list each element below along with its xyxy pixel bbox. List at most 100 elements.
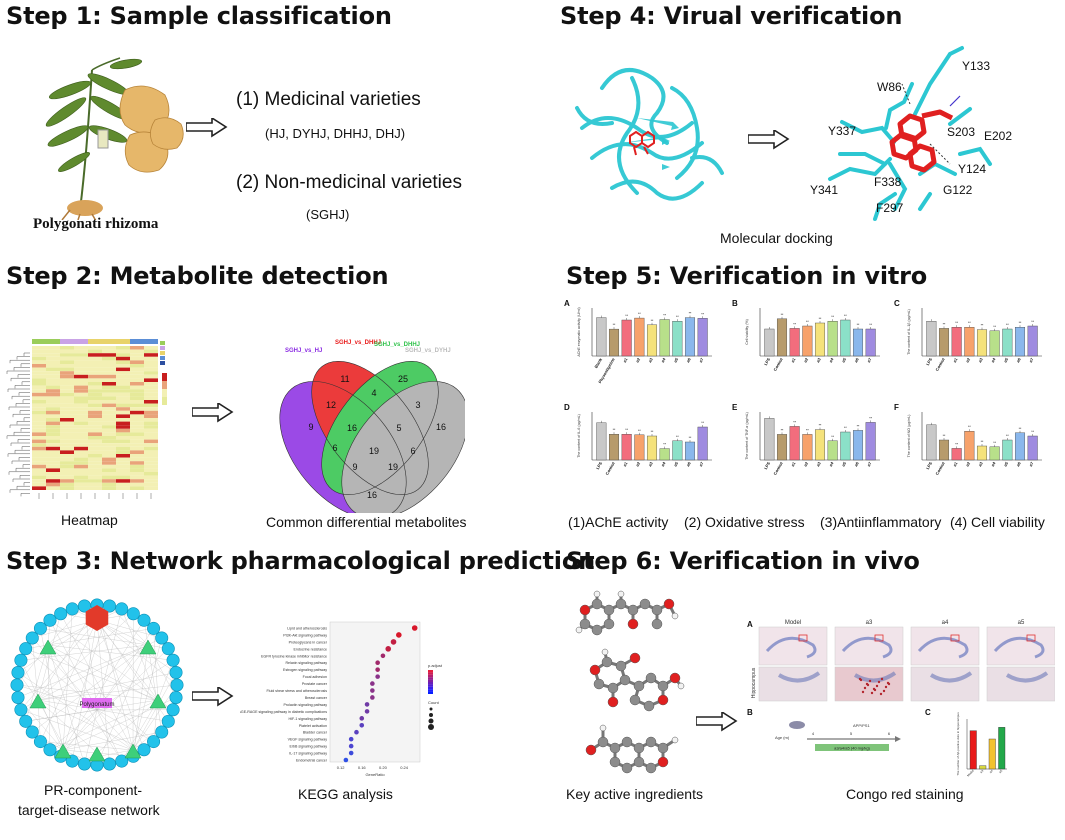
- panel-letter: B: [732, 299, 738, 308]
- timeline-age: Age (m): [775, 735, 790, 740]
- venn-count: 12: [326, 400, 336, 410]
- medicinal-label: (1) Medicinal varieties: [236, 89, 421, 110]
- component-node: [29, 693, 47, 709]
- vitro-caption-3: (3)Antiinflammatory: [820, 514, 942, 530]
- kegg-pathway-label: Bladder cancer: [303, 731, 328, 735]
- kegg-pathway-label: EGFR tyrosine kinase inhibitor resistanc…: [261, 654, 327, 658]
- target-node: [65, 602, 79, 616]
- significance-mark: **: [689, 436, 692, 440]
- histology-image: [910, 626, 980, 666]
- histology-image: [834, 666, 904, 702]
- bar: [697, 426, 708, 461]
- bar-category-label: a2: [965, 460, 972, 467]
- target-node: [54, 607, 68, 621]
- kegg-pathway-label: Focal adhesion: [303, 675, 327, 679]
- significance-mark: **: [844, 314, 847, 318]
- bar-category-label: a2: [635, 356, 642, 363]
- kegg-dot: [380, 653, 386, 659]
- significance-mark: **: [981, 440, 984, 444]
- bar-category-label: a3: [647, 356, 654, 363]
- arrow-1: [186, 118, 227, 137]
- venn-set-4: [341, 381, 465, 513]
- venn-count: 4: [371, 388, 376, 398]
- bar-category-label: a4: [828, 356, 835, 363]
- kegg-pathway-label: Platelet activation: [299, 724, 327, 728]
- bar-category-label: Blank: [593, 356, 603, 369]
- congo-bar: [998, 727, 1006, 770]
- bar-category-label: a1: [790, 356, 797, 363]
- bar-category-label: a3: [977, 460, 984, 467]
- target-node: [147, 735, 161, 749]
- panel-letter: A: [747, 620, 753, 629]
- significance-mark: **: [981, 324, 984, 328]
- bar-category-label: LPS: [763, 461, 771, 471]
- bar-category-label: a7: [866, 460, 873, 467]
- bar: [608, 434, 620, 461]
- arrow-2: [192, 403, 233, 422]
- histology-image: [834, 626, 904, 666]
- bar: [764, 328, 775, 357]
- network-diagram: Polygonatum: [10, 598, 184, 772]
- bar-category-label: a2: [803, 356, 810, 363]
- significance-mark: **: [1031, 320, 1034, 324]
- target-node: [147, 621, 161, 635]
- bar: [776, 434, 788, 461]
- bar: [672, 440, 683, 461]
- bar-category-label: a6: [853, 460, 860, 467]
- bar-category-label: a3: [815, 460, 822, 467]
- center-node-label: Polygonatum: [79, 702, 114, 708]
- target-node: [126, 607, 140, 621]
- significance-mark: **: [793, 420, 796, 424]
- kegg-dot: [370, 688, 375, 693]
- kegg-dot: [348, 743, 354, 749]
- bar-category-label: a4: [990, 356, 997, 363]
- significance-mark: **: [676, 315, 679, 319]
- step6-title: Step 6: Verification in vivo: [566, 547, 920, 575]
- bar: [926, 321, 937, 357]
- significance-mark: **: [993, 325, 996, 329]
- significance-mark: **: [1031, 430, 1034, 434]
- kegg-pathway-label: Endocrine resistance: [293, 647, 327, 651]
- venn-count: 9: [352, 462, 357, 472]
- target-node: [14, 653, 28, 667]
- bar: [684, 441, 696, 461]
- histology-group-label: a5: [1018, 620, 1025, 626]
- kegg-dot: [348, 750, 354, 756]
- bar: [964, 327, 975, 357]
- bar: [672, 321, 683, 357]
- significance-mark: **: [955, 442, 958, 446]
- ligand-closeup: [889, 109, 954, 173]
- significance-mark: **: [943, 322, 946, 326]
- arrow-3: [192, 687, 233, 706]
- kegg-dot: [411, 625, 418, 631]
- bar: [634, 317, 645, 357]
- residue-label: E202: [984, 129, 1012, 143]
- bar-category-label: a5: [1003, 356, 1010, 363]
- significance-mark: **: [968, 425, 971, 429]
- residue-label: F338: [874, 175, 902, 189]
- bar-category-label: a1: [622, 460, 629, 467]
- significance-mark: **: [968, 321, 971, 325]
- histology-group-label: a4: [942, 620, 949, 626]
- timeline-tick: 5: [850, 731, 853, 736]
- venn-label-2: SGHJ_vs_DHHJ: [335, 340, 381, 346]
- bar: [776, 318, 788, 357]
- panel-ylabel: The content of IL-1β (pg/mL): [907, 309, 911, 355]
- bar: [865, 422, 876, 461]
- bar-category-label: a3: [977, 356, 984, 363]
- docking-caption: Molecular docking: [720, 230, 833, 246]
- venn-count: 16: [367, 490, 377, 500]
- panel-letter: D: [564, 403, 570, 412]
- residue-label: Y337: [828, 124, 856, 138]
- plant-label: Polygonati rhizoma: [33, 216, 159, 232]
- bar: [764, 418, 775, 461]
- significance-mark: **: [943, 434, 946, 438]
- kegg-dot: [343, 757, 349, 763]
- significance-mark: **: [831, 315, 834, 319]
- bar: [865, 328, 876, 357]
- network-caption-2: target-disease network: [18, 802, 160, 818]
- significance-mark: **: [857, 323, 860, 327]
- congo-bar: [969, 730, 977, 770]
